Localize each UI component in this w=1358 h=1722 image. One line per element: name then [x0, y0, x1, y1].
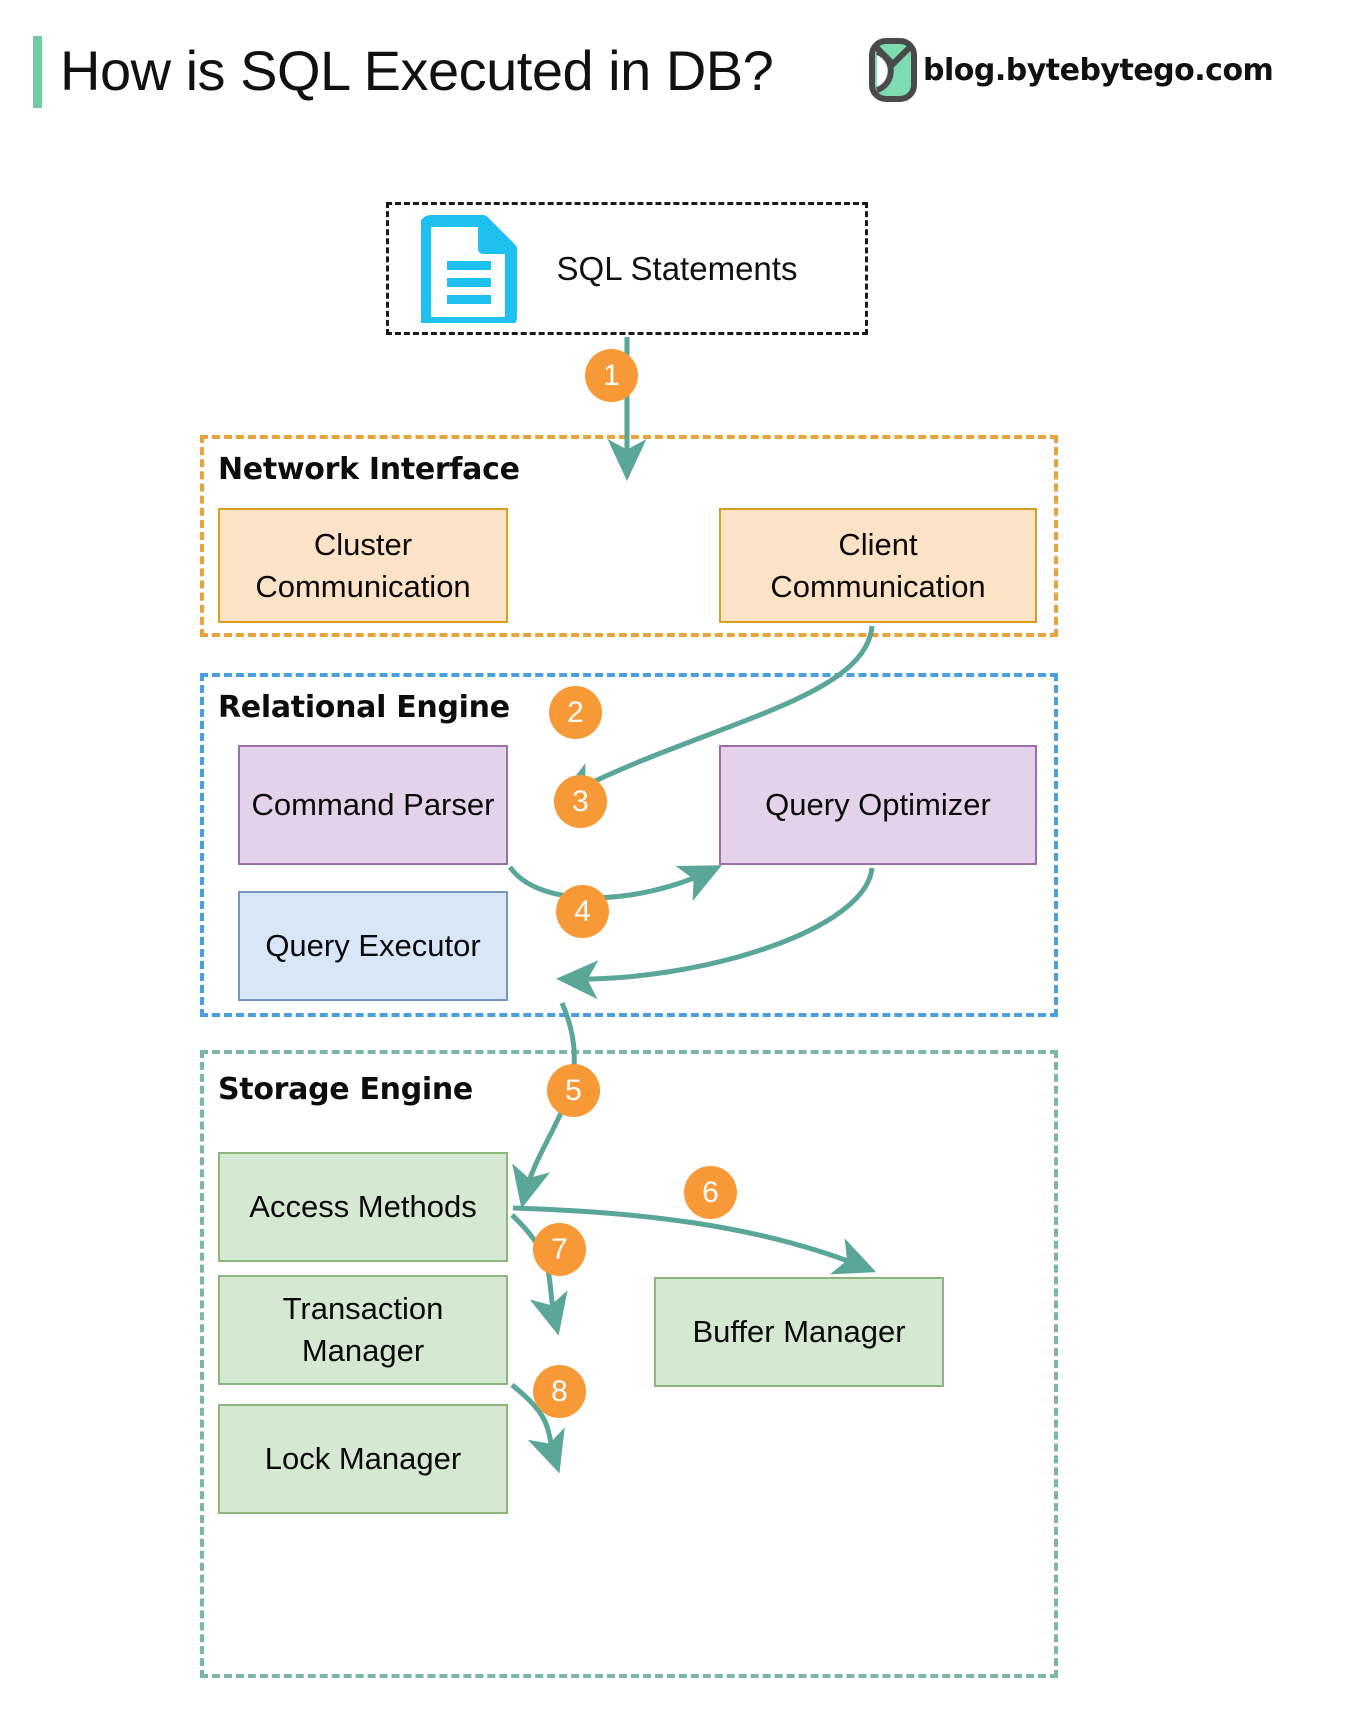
node-cluster-communication[interactable]: Cluster Communication	[218, 508, 508, 623]
group-label-storage-engine: Storage Engine	[218, 1072, 473, 1107]
step-badge-8: 8	[533, 1365, 586, 1418]
node-label-line1: Client	[838, 526, 918, 562]
brand-label: blog.bytebytego.com	[923, 52, 1274, 88]
brand: blog.bytebytego.com	[869, 38, 1274, 102]
group-label-network-interface: Network Interface	[218, 452, 520, 487]
node-label-line1: Cluster	[313, 526, 413, 562]
node-client-communication[interactable]: Client Communication	[719, 508, 1037, 623]
step-badge-7: 7	[533, 1223, 586, 1276]
step-badge-5: 5	[547, 1064, 600, 1117]
node-label-line2: Communication	[770, 568, 986, 604]
bytebytego-logo-icon	[869, 38, 917, 102]
node-command-parser[interactable]: Command Parser	[238, 745, 508, 865]
step-badge-3: 3	[554, 775, 607, 828]
document-icon	[421, 214, 517, 323]
group-label-relational-engine: Relational Engine	[218, 690, 510, 725]
node-lock-manager[interactable]: Lock Manager	[218, 1404, 508, 1514]
node-label-line1: Transaction	[282, 1291, 444, 1326]
sql-statements-box[interactable]: SQL Statements	[386, 202, 868, 335]
node-query-optimizer[interactable]: Query Optimizer	[719, 745, 1037, 865]
step-badge-4: 4	[556, 885, 609, 938]
header-accent-bar	[33, 36, 42, 108]
node-label-line2: Communication	[255, 568, 471, 604]
node-query-executor[interactable]: Query Executor	[238, 891, 508, 1001]
group-storage-engine	[200, 1050, 1058, 1678]
step-badge-2: 2	[549, 686, 602, 739]
node-access-methods[interactable]: Access Methods	[218, 1152, 508, 1262]
sql-statements-label: SQL Statements	[556, 249, 798, 287]
node-label-line2: Manager	[301, 1333, 425, 1368]
step-badge-1: 1	[585, 349, 638, 402]
page-title: How is SQL Executed in DB?	[60, 39, 774, 102]
node-transaction-manager[interactable]: Transaction Manager	[218, 1275, 508, 1385]
step-badge-6: 6	[684, 1166, 737, 1219]
node-buffer-manager[interactable]: Buffer Manager	[654, 1277, 944, 1387]
